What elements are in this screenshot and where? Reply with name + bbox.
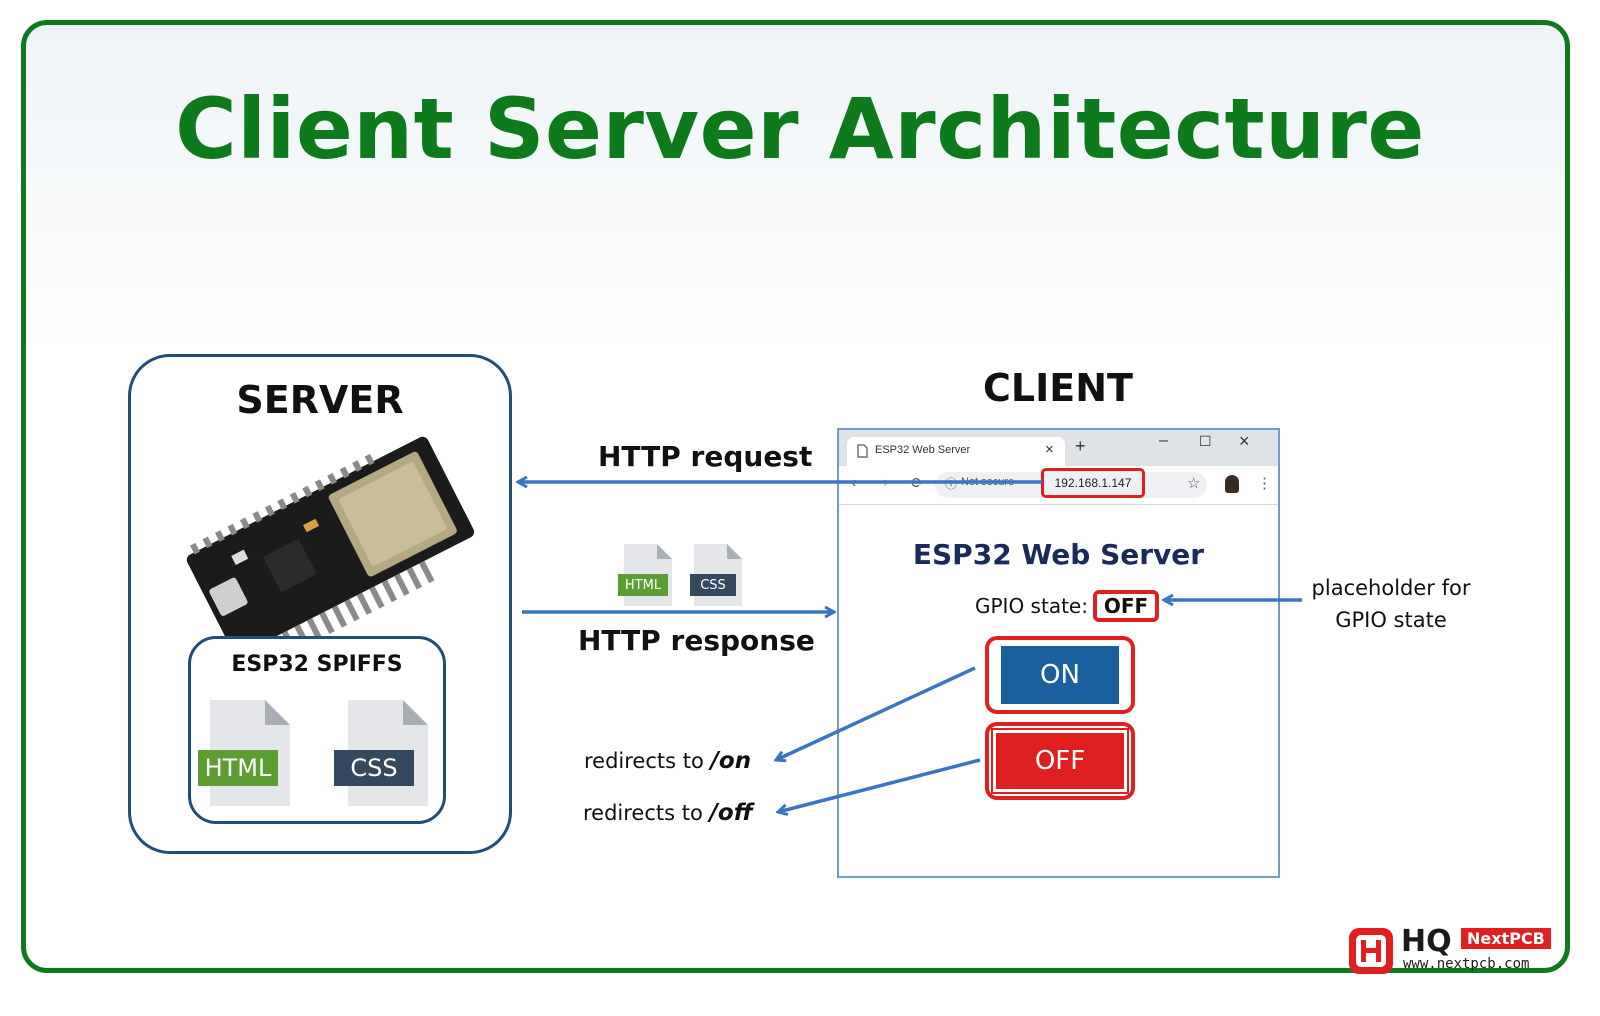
html-badge: HTML <box>618 574 668 596</box>
slide-title: Client Server Architecture <box>175 80 1425 178</box>
redirect-off-label: redirects to /off <box>583 800 753 826</box>
gpio-value-text: OFF <box>1103 594 1149 618</box>
client-heading: CLIENT <box>983 366 1133 410</box>
maximize-icon[interactable]: ☐ <box>1199 433 1212 449</box>
minimize-icon[interactable]: – <box>1159 432 1168 449</box>
html-badge: HTML <box>198 750 278 786</box>
new-tab-icon[interactable]: + <box>1075 436 1086 456</box>
css-badge: CSS <box>690 574 736 596</box>
placeholder-line-2: GPIO state <box>1335 608 1447 632</box>
browser-toolbar: ‹ › ⟳ ⓘ Not secure 192.168.1.147 ☆ ⋮ <box>839 466 1278 505</box>
bookmark-star-icon[interactable]: ☆ <box>1187 475 1201 492</box>
http-request-label: HTTP request <box>598 440 813 473</box>
hq-logo-icon <box>1349 928 1393 974</box>
tab-title: ESP32 Web Server <box>875 444 971 456</box>
on-button[interactable]: ON <box>1001 646 1119 704</box>
logo-url: www.nextpcb.com <box>1403 956 1530 972</box>
address-text: 192.168.1.147 <box>1054 476 1132 490</box>
placeholder-line-1: placeholder for <box>1311 576 1471 600</box>
placeholder-label: placeholder for GPIO state <box>1296 572 1486 636</box>
off-button[interactable]: OFF <box>991 728 1129 794</box>
redirect-off-prefix: redirects to <box>583 801 710 825</box>
response-css-file: CSS <box>690 544 742 606</box>
gpio-state-value: OFF <box>1093 590 1159 622</box>
redirect-on-path: /on <box>710 748 752 774</box>
browser-tab[interactable]: ESP32 Web Server × <box>847 437 1065 466</box>
menu-icon[interactable]: ⋮ <box>1257 475 1272 492</box>
logo-mark: HQ <box>1401 924 1452 959</box>
esp32-board-image <box>186 436 475 660</box>
gpio-state-label: GPIO state: <box>975 594 1088 618</box>
server-heading: SERVER <box>236 378 404 422</box>
close-tab-icon[interactable]: × <box>1045 441 1054 458</box>
server-box <box>128 354 512 854</box>
profile-avatar[interactable] <box>1225 475 1239 493</box>
browser-window: ESP32 Web Server × + – ☐ × ‹ › ⟳ ⓘ Not s… <box>837 428 1280 878</box>
browser-tab-bar: ESP32 Web Server × + – ☐ × <box>839 430 1278 466</box>
logo-brand: NextPCB <box>1461 928 1551 949</box>
address-highlight[interactable]: 192.168.1.147 <box>1041 468 1145 498</box>
redirect-on-prefix: redirects to <box>584 749 711 773</box>
response-html-file: HTML <box>618 544 672 606</box>
page-icon <box>857 444 868 458</box>
spiffs-css-file: CSS <box>334 700 428 806</box>
nextpcb-logo: HQ NextPCB www.nextpcb.com <box>1347 924 1557 976</box>
redirect-off-arrow <box>778 758 981 812</box>
spiffs-label: ESP32 SPIFFS <box>231 652 403 677</box>
spiffs-html-file: HTML <box>198 700 290 806</box>
redirect-on-label: redirects to /on <box>584 748 751 774</box>
redirect-on-arrow <box>776 666 976 760</box>
css-badge: CSS <box>334 750 414 786</box>
web-page-title: ESP32 Web Server <box>912 538 1205 571</box>
close-window-icon[interactable]: × <box>1239 431 1250 451</box>
redirect-off-path: /off <box>709 800 753 826</box>
http-response-label: HTTP response <box>578 624 815 657</box>
